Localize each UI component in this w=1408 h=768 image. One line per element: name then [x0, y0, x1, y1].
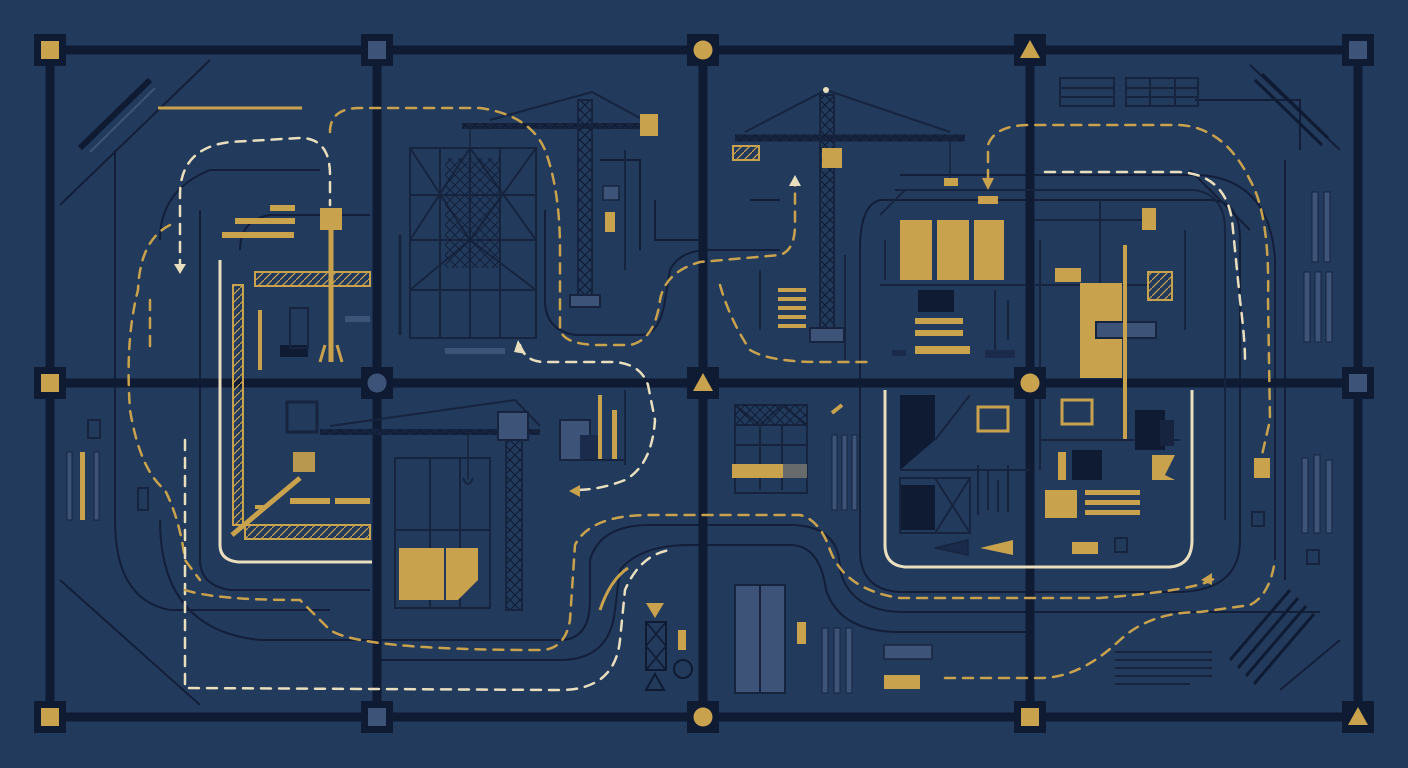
cream-path-bottom	[183, 438, 672, 692]
circle-node-icon	[687, 701, 719, 733]
triangle-node-icon	[1342, 701, 1374, 733]
circle-node-icon	[1014, 367, 1046, 399]
cream-path-top-right	[1043, 170, 1247, 362]
gold-path-top-right	[986, 123, 1272, 457]
square-node-icon	[1342, 367, 1374, 399]
road-outlines	[59, 59, 1341, 706]
tower-crane-icon	[462, 90, 658, 308]
square-node-icon	[34, 701, 66, 733]
square-node-icon	[361, 34, 393, 66]
site-right	[879, 189, 1226, 569]
side-bars	[66, 72, 1333, 565]
site-top-center	[398, 90, 658, 354]
circle-node-icon	[687, 34, 719, 66]
flow-paths	[127, 106, 1277, 692]
site-top-left	[77, 77, 372, 564]
circle-node-icon	[361, 367, 393, 399]
gold-path-bottom	[183, 513, 1217, 652]
arrow-icon	[174, 175, 801, 354]
cream-path-left	[178, 136, 332, 272]
gold-path-left	[127, 223, 202, 582]
tower-crane-icon	[320, 398, 541, 611]
site-bottom-right	[883, 589, 1316, 689]
site-bottom-center	[598, 403, 858, 694]
square-node-icon	[34, 34, 66, 66]
site-bottom-left	[320, 390, 626, 611]
storage-blocks	[900, 220, 1004, 280]
grid-nodes	[34, 34, 1374, 733]
square-node-icon	[361, 701, 393, 733]
square-node-icon	[1342, 34, 1374, 66]
gold-path-top	[328, 106, 797, 347]
triangle-node-icon	[687, 367, 719, 399]
square-node-icon	[34, 367, 66, 399]
square-node-icon	[1014, 701, 1046, 733]
gold-path-mid	[718, 283, 872, 364]
tower-crane-icon	[732, 87, 965, 343]
gold-path-bottom-right	[943, 558, 1277, 680]
triangle-node-icon	[1014, 34, 1046, 66]
site-top-mid-right	[732, 87, 965, 360]
arrow-icon	[569, 178, 1212, 585]
cream-path-mid	[518, 343, 657, 492]
